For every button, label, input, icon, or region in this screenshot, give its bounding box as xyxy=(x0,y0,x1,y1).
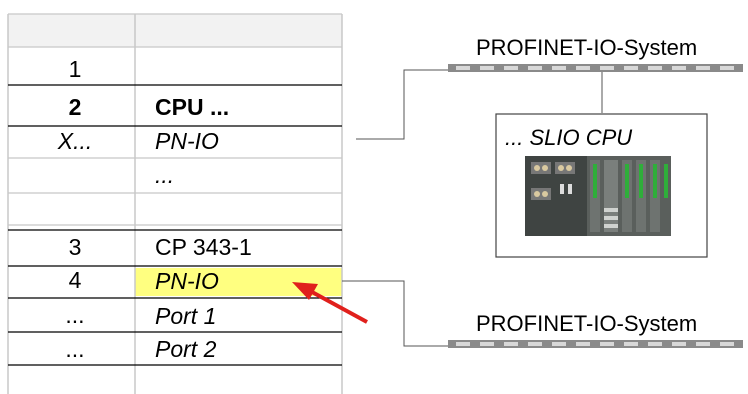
slot-cell-3: 3 xyxy=(40,233,110,261)
slot-cell-1: 1 xyxy=(40,55,110,83)
module-cell-cp343[interactable]: CP 343-1 xyxy=(155,233,252,261)
module-cell-cpu[interactable]: CPU ... xyxy=(155,93,229,121)
slot-cell-4: 4 xyxy=(40,266,110,294)
slio-cpu-module-image xyxy=(525,156,671,236)
slot-cell-2: 2 xyxy=(40,93,110,121)
module-cell-ellipsis[interactable]: ... xyxy=(155,161,174,189)
profinet-bus-bottom xyxy=(448,340,743,348)
slot-cell-port1: ... xyxy=(40,301,110,329)
device-name: ... SLIO CPU xyxy=(505,124,632,152)
module-cell-cp-pnio[interactable]: PN-IO xyxy=(155,267,219,295)
profinet-bus-top xyxy=(448,64,743,72)
module-cell-port2[interactable]: Port 2 xyxy=(155,335,216,363)
module-cell-port1[interactable]: Port 1 xyxy=(155,302,216,330)
slot-cell-port2: ... xyxy=(40,335,110,363)
module-cell-cpu-pnio[interactable]: PN-IO xyxy=(155,127,219,155)
slot-cell-x: X... xyxy=(40,127,110,155)
table-header-band xyxy=(8,14,342,47)
network-label-top[interactable]: PROFINET-IO-System xyxy=(476,34,697,62)
network-label-bottom[interactable]: PROFINET-IO-System xyxy=(476,310,697,338)
